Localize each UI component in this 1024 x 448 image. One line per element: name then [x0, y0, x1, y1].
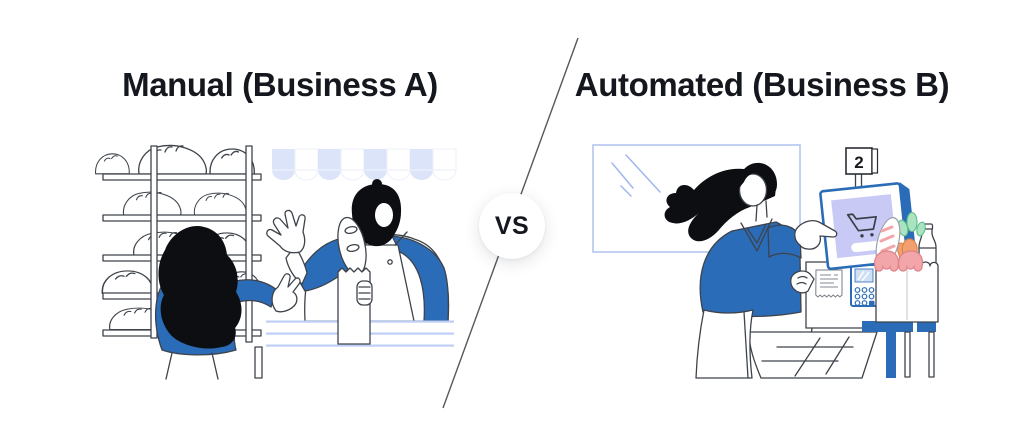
- baker-hand-open: [266, 209, 306, 254]
- receipt: [815, 269, 843, 298]
- paper-bag-with-baguette: [337, 216, 373, 345]
- lane-number-sign: 2: [845, 147, 879, 190]
- hair-top: [738, 162, 777, 194]
- keypad: [854, 287, 875, 306]
- grocery-bag: [874, 211, 939, 323]
- glass-reflection: [611, 154, 661, 197]
- card-terminal: [850, 264, 878, 307]
- bread-rolls: [898, 250, 924, 272]
- pointing-hand: [794, 220, 838, 250]
- kiosk-customer: [664, 162, 838, 379]
- cart-icon: [846, 213, 877, 238]
- self-checkout-kiosk: 2: [805, 147, 917, 377]
- collar: [740, 218, 773, 252]
- customer-hair: [158, 226, 242, 349]
- rack-post: [245, 145, 253, 343]
- self-checkout-illustration: 2: [592, 144, 939, 379]
- bakery-illustration: [95, 144, 457, 380]
- customer-hand: [271, 273, 301, 313]
- customer-skirt: [695, 309, 754, 379]
- vs-label: VS: [494, 211, 530, 240]
- bagging-table: [862, 321, 936, 378]
- counter-leg: [254, 346, 263, 379]
- baker-right-shoulder: [391, 235, 450, 322]
- striped-awning: [272, 148, 457, 181]
- baker-face: [375, 203, 393, 227]
- table-leg: [928, 331, 935, 378]
- table-leg-blue: [886, 332, 896, 378]
- customer-arm: [767, 224, 802, 259]
- customer: [154, 226, 301, 380]
- left-panel-title: Manual (Business A): [122, 66, 438, 103]
- bread-rolls: [874, 250, 900, 272]
- right-panel-title: Automated (Business B): [574, 66, 950, 103]
- table-leg: [904, 331, 911, 378]
- customer-skirt: [165, 352, 219, 380]
- rack-post: [150, 145, 158, 339]
- face: [738, 173, 768, 207]
- lane-number: 2: [854, 153, 863, 172]
- vs-badge: VS: [479, 193, 545, 259]
- screen-button: [851, 240, 883, 253]
